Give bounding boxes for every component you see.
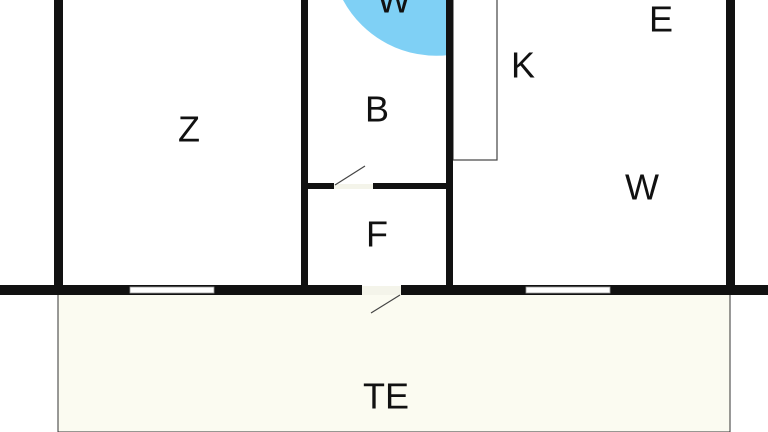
windows bbox=[129, 286, 611, 294]
room-label-hallway: F bbox=[366, 214, 388, 255]
room-label-shower: W bbox=[377, 0, 411, 21]
room-label-terrace: TE bbox=[363, 376, 409, 417]
doors bbox=[334, 165, 401, 314]
room-label-living: W bbox=[625, 167, 659, 208]
kitchen-counter bbox=[452, 0, 498, 161]
room-label-entrance: E bbox=[649, 0, 673, 40]
terrace-area bbox=[57, 293, 731, 432]
room-label-bedroom: Z bbox=[178, 109, 200, 150]
shower-area bbox=[343, 0, 449, 56]
room-label-kitchen: K bbox=[511, 45, 535, 86]
room-label-bathroom: B bbox=[365, 89, 389, 130]
